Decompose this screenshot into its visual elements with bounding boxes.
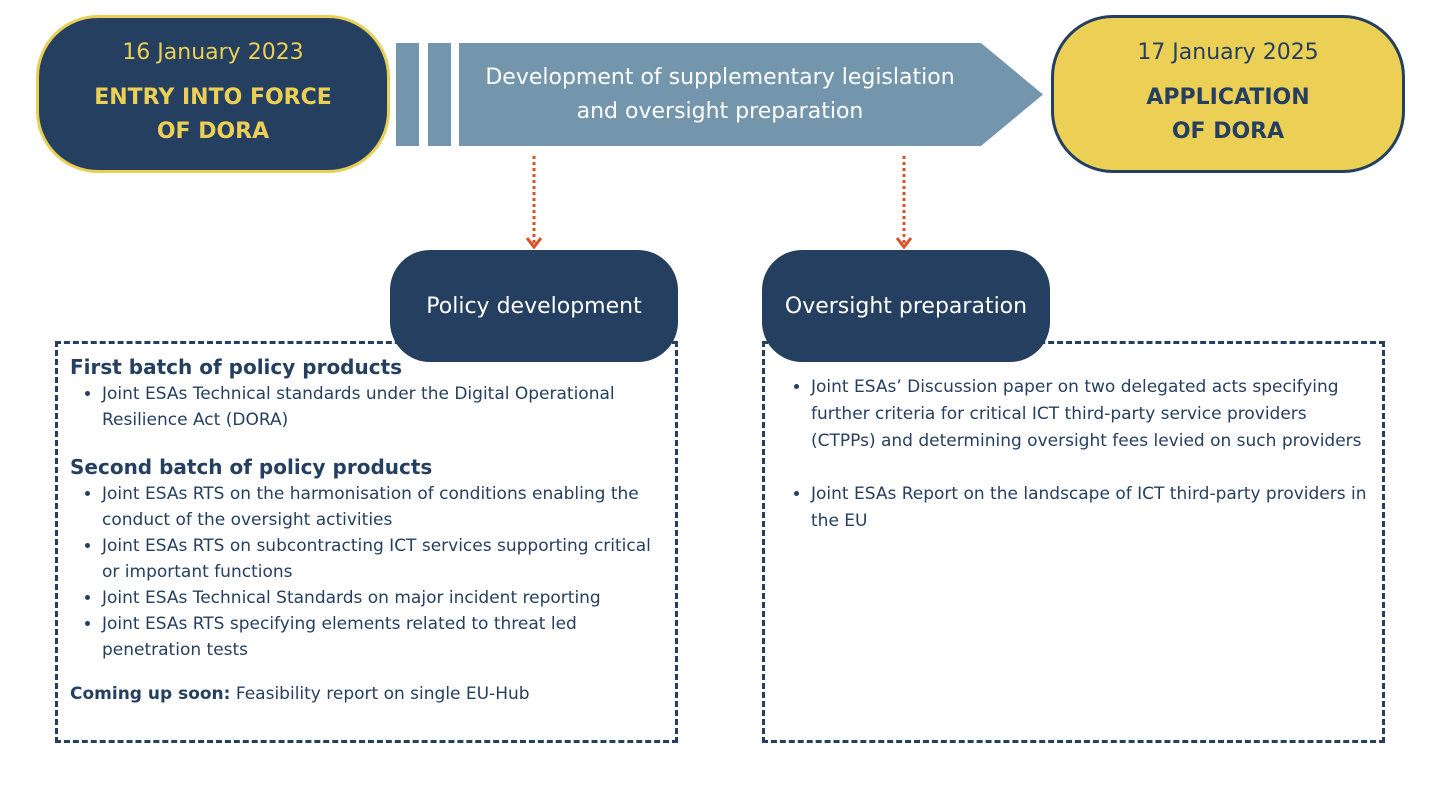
list-item: Joint ESAs RTS on the harmonisation of c…	[102, 481, 663, 533]
timeline-bar-1	[396, 43, 419, 146]
policy-development-panel: First batch of policy products Joint ESA…	[55, 341, 678, 743]
timeline-bar-2	[428, 43, 451, 146]
list-item: Joint ESAs RTS specifying elements relat…	[102, 611, 663, 663]
application-title: APPLICATION OF DORA	[1146, 84, 1310, 144]
entry-into-force-date: 16 January 2023	[122, 39, 304, 65]
list-item: Joint ESAs Report on the landscape of IC…	[811, 481, 1368, 535]
list-item: Joint ESAs’ Discussion paper on two dele…	[811, 374, 1368, 455]
timeline-arrow-label: Development of supplementary legislation…	[485, 64, 955, 124]
oversight-preparation-panel: Joint ESAs’ Discussion paper on two dele…	[762, 341, 1385, 743]
application-milestone: 17 January 2025 APPLICATION OF DORA	[1051, 15, 1405, 173]
list-item: Joint ESAs Technical standards under the…	[102, 381, 663, 433]
policy-development-heading: Policy development	[390, 250, 678, 362]
coming-up-soon-note: Coming up soon: Feasibility report on si…	[70, 681, 663, 707]
coming-up-soon-text: Feasibility report on single EU-Hub	[230, 684, 530, 704]
first-batch-list: Joint ESAs Technical standards under the…	[70, 381, 663, 433]
entry-into-force-milestone: 16 January 2023 ENTRY INTO FORCE OF DORA	[36, 15, 390, 173]
entry-into-force-title: ENTRY INTO FORCE OF DORA	[94, 84, 332, 144]
oversight-connector-arrow	[895, 156, 913, 250]
application-date: 17 January 2025	[1137, 39, 1319, 65]
timeline-arrow	[459, 43, 1043, 146]
oversight-preparation-heading: Oversight preparation	[762, 250, 1050, 362]
second-batch-heading: Second batch of policy products	[70, 455, 433, 479]
coming-up-soon-label: Coming up soon:	[70, 684, 231, 704]
list-item: Joint ESAs RTS on subcontracting ICT ser…	[102, 533, 663, 585]
policy-connector-arrow	[525, 156, 543, 250]
list-item: Joint ESAs Technical Standards on major …	[102, 585, 663, 611]
first-batch-heading: First batch of policy products	[70, 355, 403, 379]
second-batch-list: Joint ESAs RTS on the harmonisation of c…	[70, 481, 663, 663]
oversight-list: Joint ESAs’ Discussion paper on two dele…	[779, 374, 1368, 535]
